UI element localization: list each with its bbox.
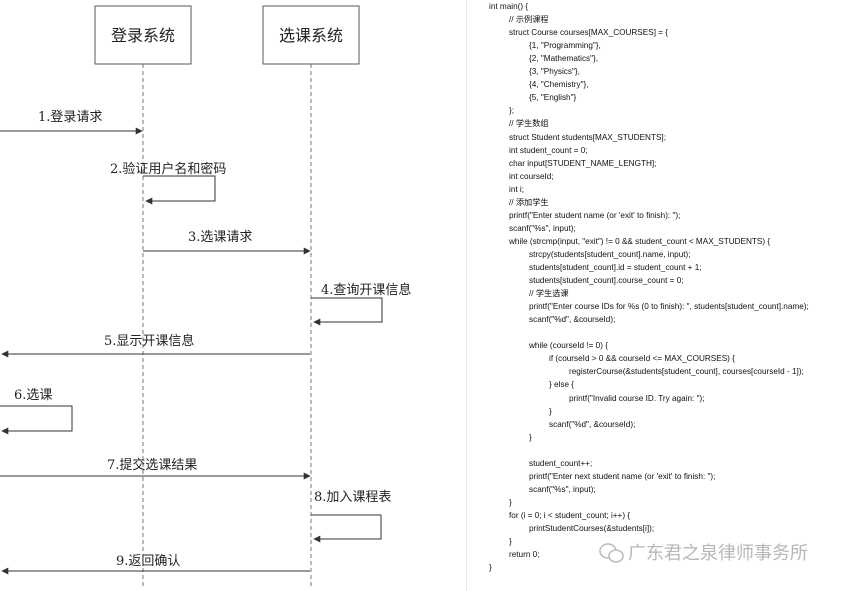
code-line: printf("Invalid course ID. Try again: ")…: [569, 393, 705, 403]
code-line: char input[STUDENT_NAME_LENGTH];: [509, 158, 657, 168]
message-label-2: 2.验证用户名和密码: [110, 161, 226, 177]
code-line: int main() {: [489, 2, 529, 11]
code-listing: int main() { // 示例课程 struct Course courses…: [486, 0, 861, 591]
code-line: printf("Enter student name (or 'exit' to…: [509, 210, 681, 220]
code-line: scanf("%s", input);: [509, 223, 576, 233]
code-line: {1, "Programming"},: [529, 41, 601, 51]
code-line: printf("Enter next student name (or 'exi…: [529, 471, 716, 481]
code-line: };: [509, 106, 515, 116]
code-line: scanf("%d", &courseId);: [529, 315, 616, 325]
code-line: }: [489, 563, 492, 573]
code-line: {5, "English"}: [529, 93, 577, 103]
code-line: students[student_count].course_count = 0…: [529, 276, 684, 286]
message-label-8: 8.加入课程表: [314, 490, 391, 505]
code-line: strcpy(students[student_count].name, inp…: [529, 249, 691, 259]
message-label-9: 9.返回确认: [116, 554, 180, 569]
panel-divider: [466, 0, 467, 591]
code-line: struct Course courses[MAX_COURSES] = {: [509, 28, 669, 38]
code-line: {2, "Mathematics"},: [529, 54, 599, 64]
code-line: }: [509, 497, 512, 507]
code-line: for (i = 0; i < student_count; i++) {: [509, 510, 631, 520]
participant-course-label: 选课系统: [279, 26, 343, 45]
code-line: scanf("%s", input);: [529, 484, 596, 494]
code-line: // 添加学生: [509, 197, 549, 207]
code-line: scanf("%d", &courseId);: [549, 419, 636, 429]
watermark: 广东君之泉律师事务所: [599, 543, 808, 564]
message-arrow-6: [0, 405, 73, 435]
code-line: student_count++;: [529, 458, 593, 468]
participant-login-system: 登录系统: [94, 5, 192, 65]
message-arrow-2: [143, 175, 216, 205]
message-label-6: 6.选课: [14, 388, 52, 403]
code-line: // 示例课程: [509, 15, 549, 25]
code-line: registerCourse(&students[student_count],…: [569, 367, 804, 377]
code-line: int courseId;: [509, 171, 554, 181]
code-line: while (courseId != 0) {: [529, 341, 608, 351]
message-label-5: 5.显示开课信息: [104, 333, 194, 349]
code-line: while (strcmp(input, "exit") != 0 && stu…: [509, 236, 771, 246]
code-line: students[student_count].id = student_cou…: [529, 263, 702, 272]
participant-login-label: 登录系统: [111, 26, 175, 45]
message-label-7: 7.提交选课结果: [107, 457, 197, 473]
message-arrow-8: [311, 514, 382, 543]
message-label-4: 4.查询开课信息: [321, 282, 411, 298]
code-line: return 0;: [509, 550, 540, 560]
participant-course-system: 选课系统: [262, 5, 360, 65]
message-label-1: 1.登录请求: [38, 110, 102, 125]
code-line: int i;: [509, 184, 525, 194]
code-line: struct Student students[MAX_STUDENTS];: [509, 132, 666, 142]
message-arrow-4: [311, 297, 383, 326]
code-line: printStudentCourses(&students[i]);: [529, 524, 655, 533]
code-line: }: [509, 537, 512, 547]
code-line: printf("Enter course IDs for %s (0 to fi…: [529, 302, 809, 312]
watermark-text: 广东君之泉律师事务所: [628, 543, 808, 564]
code-line: } else {: [549, 380, 575, 390]
code-line: if (courseId > 0 && courseId <= MAX_COUR…: [549, 354, 735, 364]
wechat-icon: [599, 543, 624, 563]
code-line: {3, "Physics"},: [529, 67, 580, 77]
code-line: }: [549, 406, 552, 416]
code-line: // 学生数组: [509, 119, 549, 129]
code-line: {4, "Chemistry"},: [529, 80, 589, 90]
code-line: // 学生选课: [529, 289, 569, 299]
code-line: int student_count = 0;: [509, 145, 588, 155]
message-label-3: 3.选课请求: [188, 230, 252, 245]
code-line: }: [529, 432, 532, 442]
